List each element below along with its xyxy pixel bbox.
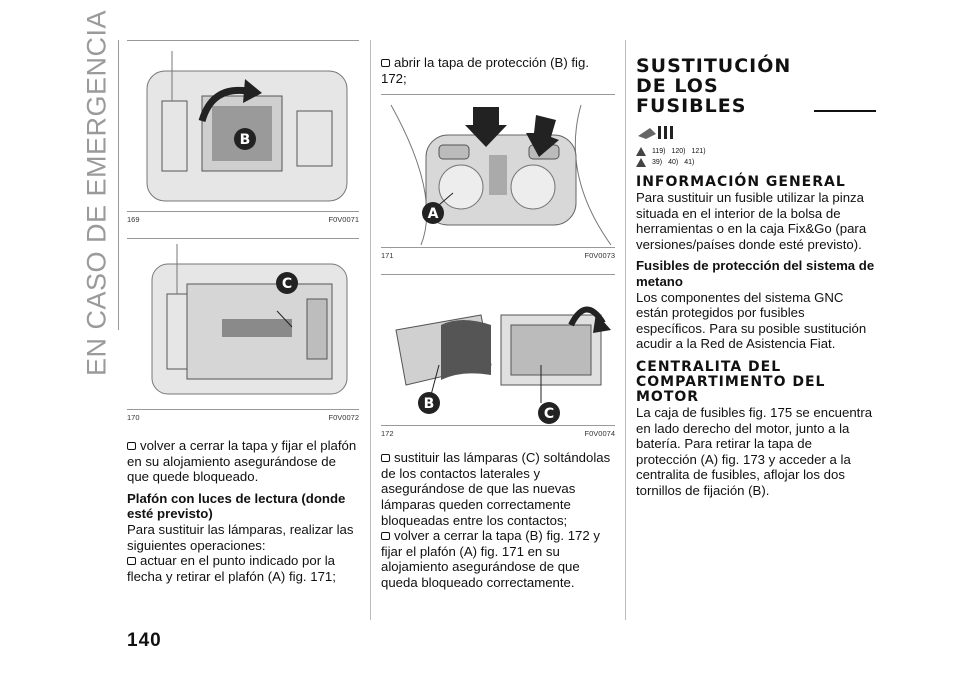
label-badge xyxy=(418,392,440,415)
warning-triangle-icon xyxy=(636,147,646,156)
caution-triangle-icon xyxy=(636,158,646,167)
subsection-heading: Plafón con luces de lectura (donde esté … xyxy=(127,490,346,522)
label-badge xyxy=(538,402,560,425)
figure-169: B xyxy=(127,40,359,212)
svg-text:B: B xyxy=(240,132,251,148)
paragraph: La caja de fusibles fig. 175 se encuentr… xyxy=(636,404,873,498)
page-number: 140 xyxy=(127,630,162,651)
column-2: abrir la tapa de protección (B) fig. 172… xyxy=(381,40,615,591)
instruction-bullet: abrir la tapa de protección (B) fig. 172… xyxy=(381,55,615,86)
label-badge xyxy=(422,202,444,225)
instruction-bullet: actuar en el punto indicado por la flech… xyxy=(127,553,359,584)
paragraph: Para sustituir un fusible utilizar la pi… xyxy=(636,190,867,252)
figure-172: B C xyxy=(381,274,615,427)
label-badge xyxy=(234,128,256,150)
section-divider xyxy=(118,40,119,330)
subsection-heading: INFORMACIÓN GENERAL xyxy=(636,174,846,190)
section-title-vertical: EN CASO DE EMERGENCIA xyxy=(81,9,112,377)
instruction-bullet: volver a cerrar la tapa y fijar el plafó… xyxy=(127,438,359,485)
svg-text:C: C xyxy=(544,406,554,422)
column-divider xyxy=(625,40,626,620)
column-3: SUSTITUCIÓN DE LOS FUSIBLES 119)120)121)… xyxy=(636,40,876,499)
figure-171: A xyxy=(381,94,615,249)
caution-refs: 39)40)41) xyxy=(636,158,876,167)
svg-text:A: A xyxy=(428,206,439,222)
label-badge xyxy=(276,272,298,294)
svg-text:B: B xyxy=(424,396,435,412)
paragraph: Los componentes del sistema GNC están pr… xyxy=(636,289,867,352)
plafon-open-illustration: C xyxy=(151,244,348,395)
column-divider xyxy=(370,40,371,620)
lamp-replacement-illustration: B C xyxy=(395,306,611,425)
heading-rule xyxy=(814,110,876,112)
warning-icon-block: 119)120)121) 39)40)41) xyxy=(636,124,876,167)
tools-icon xyxy=(638,126,673,139)
plafon-illustration: B xyxy=(146,51,348,202)
paragraph: Para sustituir las lámparas, realizar la… xyxy=(127,521,354,553)
section-heading: SUSTITUCIÓN DE LOS FUSIBLES xyxy=(636,55,792,117)
figure-170: C xyxy=(127,238,359,410)
instruction-bullet: sustituir las lámparas (C) soltándolas d… xyxy=(381,450,615,528)
subsection-heading: CENTRALITA DEL COMPARTIMENTO DEL MOTOR xyxy=(636,358,826,405)
svg-text:C: C xyxy=(282,276,292,292)
warning-refs: 119)120)121) xyxy=(636,147,876,156)
reading-lamp-illustration: A xyxy=(390,104,612,246)
subsection-heading: Fusibles de protección del sistema de me… xyxy=(636,258,875,289)
instruction-bullet: volver a cerrar la tapa (B) fig. 172 y f… xyxy=(381,528,615,590)
